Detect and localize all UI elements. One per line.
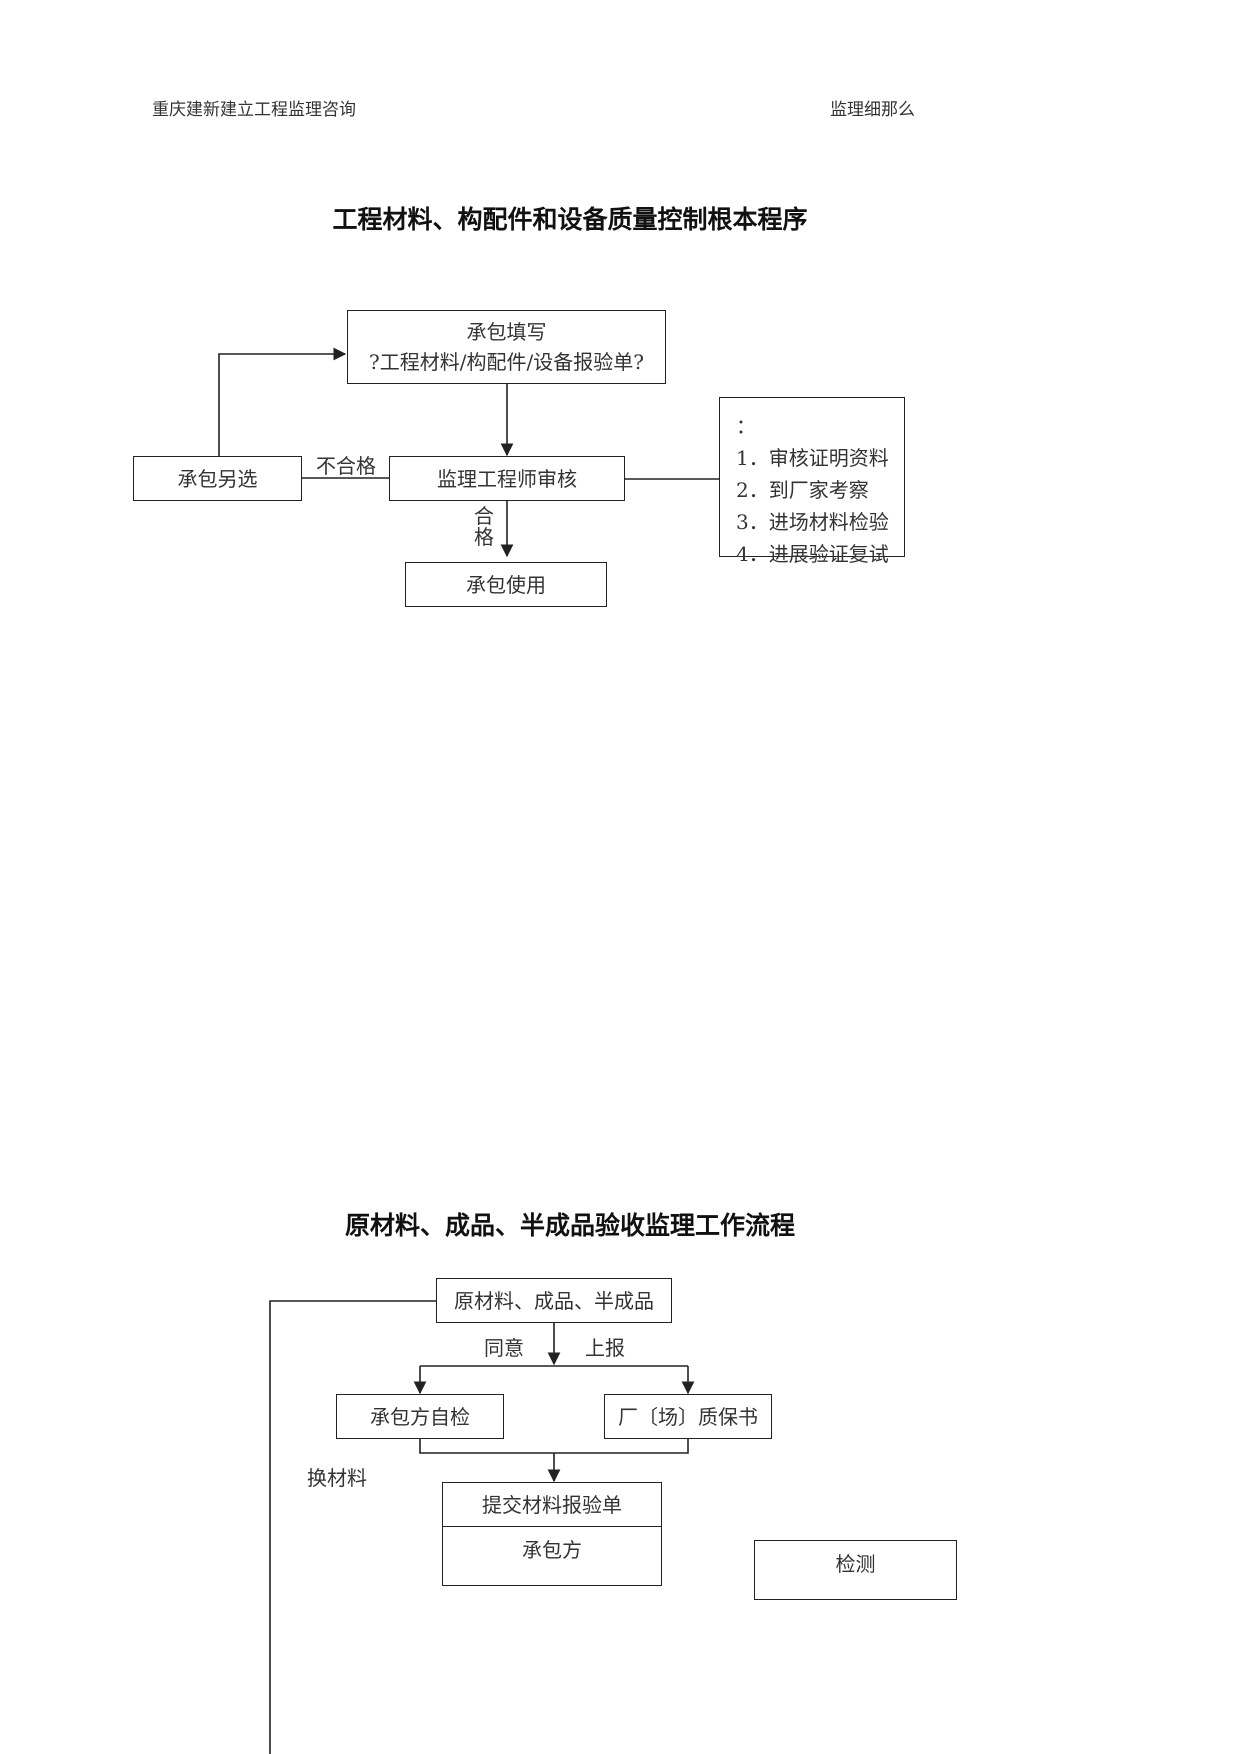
label-agree: 同意: [484, 1336, 524, 1360]
header-section: 监理细那么: [830, 100, 915, 120]
review-method-item: 3．进场材料检验: [736, 510, 889, 534]
label-unqualified: 不合格: [316, 454, 376, 478]
line-replace-loop: [269, 1300, 436, 1754]
label-qualified: 合格: [474, 504, 494, 549]
flow1-title: 工程材料、构配件和设备质量控制根本程序: [332, 205, 808, 234]
box-fill-line2: ?工程材料/构配件/设备报验单?: [369, 350, 644, 374]
review-method-item: 2．到厂家考察: [736, 478, 869, 502]
label-replace-material: 换材料: [307, 1466, 367, 1490]
review-method-item: 1．审核证明资料: [736, 446, 889, 470]
box-contractor-fill-form: 承包填写 ?工程材料/构配件/设备报验单?: [347, 310, 666, 384]
box-contractor-use: 承包使用: [405, 562, 607, 607]
review-method-item: 4．进展验证复试: [736, 542, 889, 566]
box-self-check: 承包方自检: [336, 1394, 504, 1439]
box-test: 检测: [754, 1540, 957, 1600]
line-merge: [419, 1439, 689, 1454]
header-company: 重庆建新建立工程监理咨询: [152, 100, 356, 120]
box-materials: 原材料、成品、半成品: [436, 1278, 672, 1323]
box-submit-report: 提交材料报验单: [442, 1482, 662, 1527]
arrow-reselect-to-fill: [218, 347, 347, 457]
box-contractor: 承包方: [442, 1526, 662, 1586]
box-fill-line1: 承包填写: [466, 320, 547, 344]
flow2-title: 原材料、成品、半成品验收监理工作流程: [344, 1211, 795, 1240]
label-report: 上报: [585, 1336, 625, 1360]
box-quality-certificate: 厂〔场〕质保书: [604, 1394, 772, 1439]
review-methods-list: ： 1．审核证明资料 2．到厂家考察 3．进场材料检验 4．进展验证复试: [719, 397, 905, 566]
box-engineer-review: 监理工程师审核: [389, 456, 625, 501]
box-reselect: 承包另选: [133, 456, 302, 501]
review-methods-colon: ：: [736, 414, 756, 438]
